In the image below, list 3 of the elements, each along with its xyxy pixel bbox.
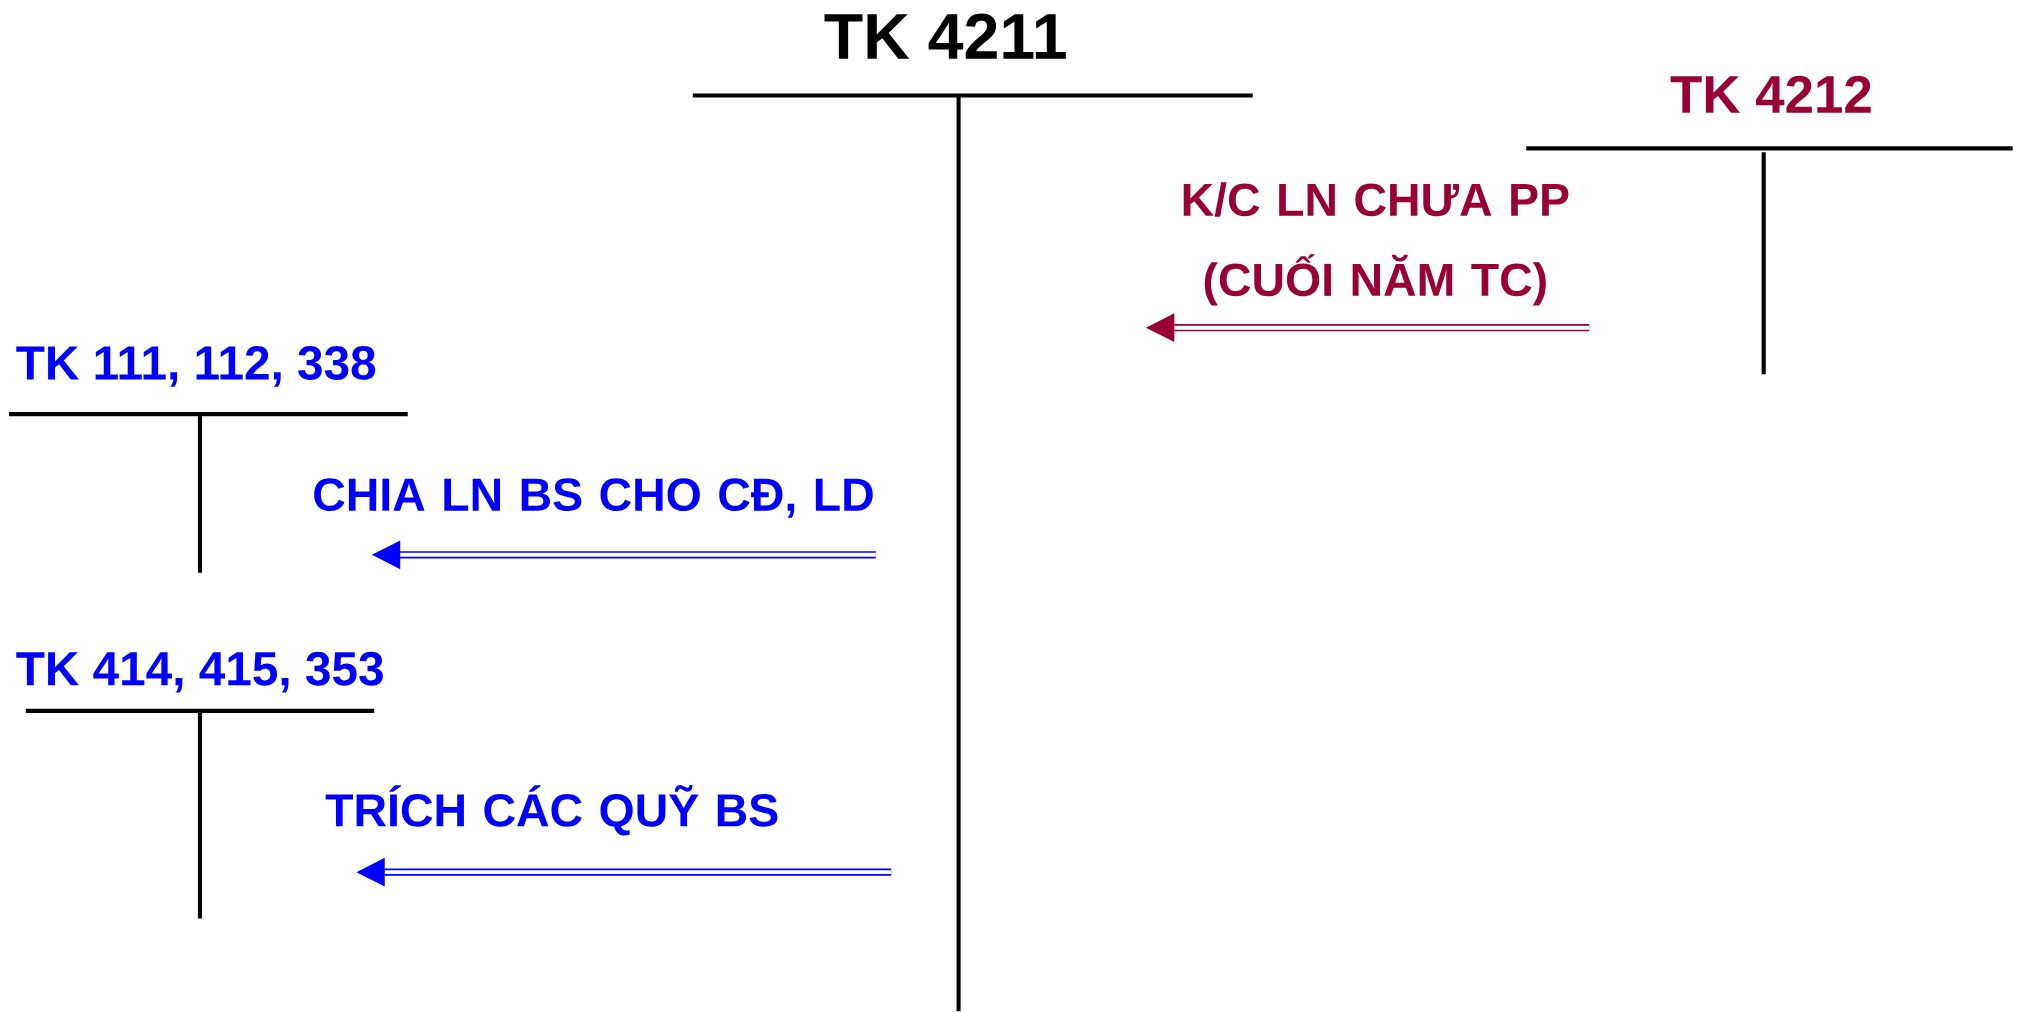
edge-label: K/C LN CHƯA PP (CUỐI NĂM TC)	[1183, 182, 1569, 306]
edge-label: TRÍCH CÁC QUỸ BS	[325, 785, 778, 836]
edge-label: CHIA LN BS CHO CĐ, LD	[314, 478, 873, 519]
